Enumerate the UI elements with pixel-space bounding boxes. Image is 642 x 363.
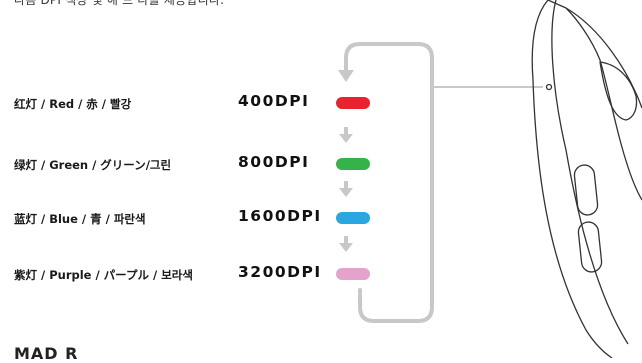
color-label-blue: 蓝灯 / Blue / 青 / 파란색: [14, 212, 146, 226]
mouse-button-ridge: [565, 7, 642, 201]
dpi-row-blue: 蓝灯 / Blue / 青 / 파란색 1600DPI: [0, 207, 380, 231]
purple-light-indicator: [336, 268, 370, 280]
side-button-front: [573, 164, 599, 216]
dpi-value-1600: 1600DPI: [238, 207, 322, 225]
mouse-illustration: [531, 0, 642, 358]
brand-footer: MAD R: [14, 344, 79, 363]
mouse-inner-edge: [551, 0, 629, 345]
red-light-indicator: [336, 97, 370, 109]
dpi-row-purple: 紫灯 / Purple / パープル / 보라색 3200DPI: [0, 263, 380, 287]
blue-light-indicator: [336, 212, 370, 224]
color-label-green: 绿灯 / Green / グリーン/그린: [14, 158, 172, 172]
down-arrow-3-icon: [339, 236, 353, 252]
dpi-row-green: 绿灯 / Green / グリーン/그린 800DPI: [0, 153, 380, 177]
cycle-loop-line: [344, 42, 434, 323]
intro-text: 다음 DPI 색상 및 해 드 다를 제공합니다.: [14, 0, 225, 7]
color-label-red: 红灯 / Red / 赤 / 빨강: [14, 97, 132, 111]
dpi-value-400: 400DPI: [238, 92, 310, 110]
scroll-wheel: [599, 61, 638, 121]
dpi-row-red: 红灯 / Red / 赤 / 빨강 400DPI: [0, 92, 380, 116]
cycle-arrowhead: [338, 70, 354, 82]
sensor-dot: [545, 83, 553, 91]
side-button-back: [577, 221, 603, 273]
dpi-value-3200: 3200DPI: [238, 263, 322, 281]
green-light-indicator: [336, 158, 370, 170]
down-arrow-2-icon: [339, 181, 353, 197]
down-arrow-1-icon: [339, 127, 353, 143]
mouse-body-outline: [531, 0, 642, 358]
dpi-value-800: 800DPI: [238, 153, 310, 171]
color-label-purple: 紫灯 / Purple / パープル / 보라색: [14, 268, 193, 282]
